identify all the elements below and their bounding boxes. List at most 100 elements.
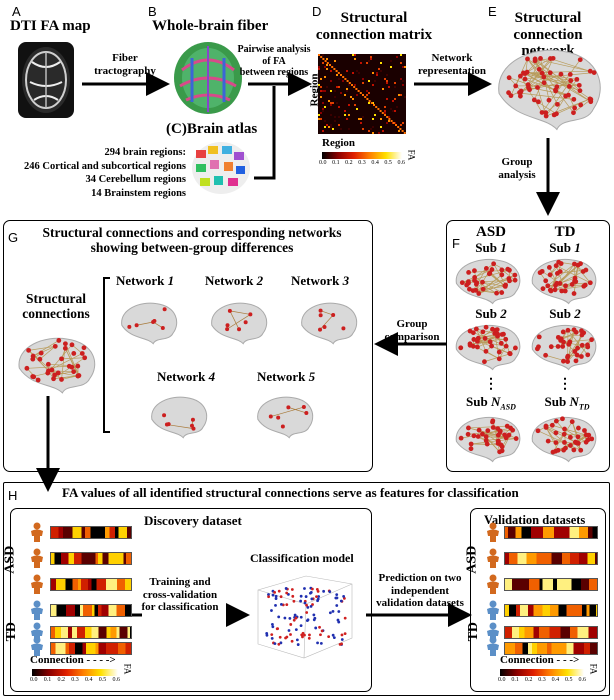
brain-node [466, 269, 472, 275]
brain-node [565, 354, 570, 360]
brain-node [483, 438, 489, 443]
person-icon [486, 522, 500, 547]
matrix-cell [374, 114, 376, 116]
brain-node [487, 339, 493, 345]
scatter-point [310, 597, 314, 601]
matrix-cell [362, 128, 364, 130]
brain-node [507, 267, 512, 273]
matrix-diagonal-cell [362, 94, 364, 96]
connection-edge [491, 345, 511, 355]
matrix-cell [324, 106, 326, 108]
matrix-cell [318, 68, 320, 70]
matrix-cell [404, 96, 406, 98]
brain-node [539, 70, 545, 76]
scatter-point [299, 624, 303, 628]
brain-node [473, 281, 479, 287]
matrix-cell [330, 80, 332, 82]
brain-node [561, 339, 566, 345]
brain-node [497, 449, 503, 455]
scatter-point [336, 618, 340, 622]
matrix-cell [322, 54, 324, 56]
connection-edge [555, 265, 591, 284]
brain-node [59, 356, 64, 362]
brain-node [66, 363, 72, 369]
brain-node [480, 279, 485, 285]
brain-node [583, 432, 589, 438]
matrix-cell [356, 70, 358, 72]
brain-node [318, 313, 323, 318]
brain-node [248, 312, 253, 317]
connection-edge [288, 407, 307, 414]
scatter-point [309, 591, 313, 594]
brain-node [227, 308, 232, 313]
brain-node [571, 447, 577, 453]
matrix-cell [322, 108, 324, 110]
td-sub-2-brain [528, 322, 602, 372]
brain-node [569, 419, 575, 425]
matrix-diagonal-cell [384, 114, 386, 116]
brain-node [577, 57, 583, 63]
brain-node [518, 88, 524, 94]
matrix-cell [354, 54, 356, 56]
brain-node [467, 286, 472, 292]
connection-edge [474, 263, 494, 278]
matrix-cell [368, 130, 370, 132]
matrix-cell [322, 110, 324, 112]
colorbar-tick: 0.3 [71, 677, 79, 683]
prediction-label: Prediction on two independent validation… [372, 572, 468, 610]
matrix-cell [326, 64, 328, 66]
fa-map-image [18, 42, 74, 118]
connection-edge [524, 78, 569, 96]
connection-edge [471, 438, 517, 445]
brain-node [71, 351, 77, 356]
scatter-point [292, 599, 296, 603]
matrix-cell [338, 124, 340, 126]
brain-node [552, 287, 558, 293]
prediction-label-3: validation datasets [376, 597, 464, 610]
matrix-cell [330, 126, 332, 128]
matrix-diagonal-cell [359, 92, 362, 94]
connection-edge [476, 328, 495, 334]
group-analysis-label: Group analysis [492, 156, 542, 181]
matrix-cell [320, 112, 322, 114]
matrix-cell [370, 56, 372, 58]
scatter-point [314, 626, 318, 630]
scatter-point [289, 633, 292, 636]
brain-node [571, 327, 577, 333]
scatter-point [295, 638, 299, 642]
connection-edge [556, 420, 582, 451]
scatter-point [300, 633, 304, 637]
matrix-cell [354, 104, 356, 106]
brain-node [502, 432, 507, 438]
scatter-point [340, 633, 344, 637]
matrix-cell [366, 90, 368, 92]
matrix-diagonal-cell [322, 58, 325, 60]
structural-connections-label-2: connections [22, 305, 90, 321]
brain-node [547, 56, 553, 61]
brain-node [475, 335, 481, 341]
network-4-num: 4 [208, 369, 216, 384]
matrix-cell [402, 80, 404, 82]
matrix-cell [352, 98, 354, 100]
matrix-cell [384, 112, 386, 114]
brain-node [513, 83, 519, 89]
matrix-cell [338, 78, 340, 80]
scatter-point [316, 597, 320, 601]
pairwise-arrow-label-1: Pairwise analysis [237, 44, 311, 55]
matrix-cell [330, 70, 332, 72]
connection-edge [519, 58, 554, 94]
matrix-cell [400, 62, 402, 64]
feature-vector-row [504, 604, 598, 617]
matrix-diagonal-cell [346, 80, 349, 82]
connection-edge [570, 434, 587, 446]
connection-edge [571, 421, 579, 437]
scatter-point [289, 623, 293, 626]
person-icon [30, 636, 44, 661]
feature-vector-row [50, 526, 132, 539]
td-sub-n-brain [528, 414, 602, 464]
brain-node [31, 374, 37, 380]
brain-node [560, 344, 566, 349]
connection-edge [541, 59, 581, 113]
